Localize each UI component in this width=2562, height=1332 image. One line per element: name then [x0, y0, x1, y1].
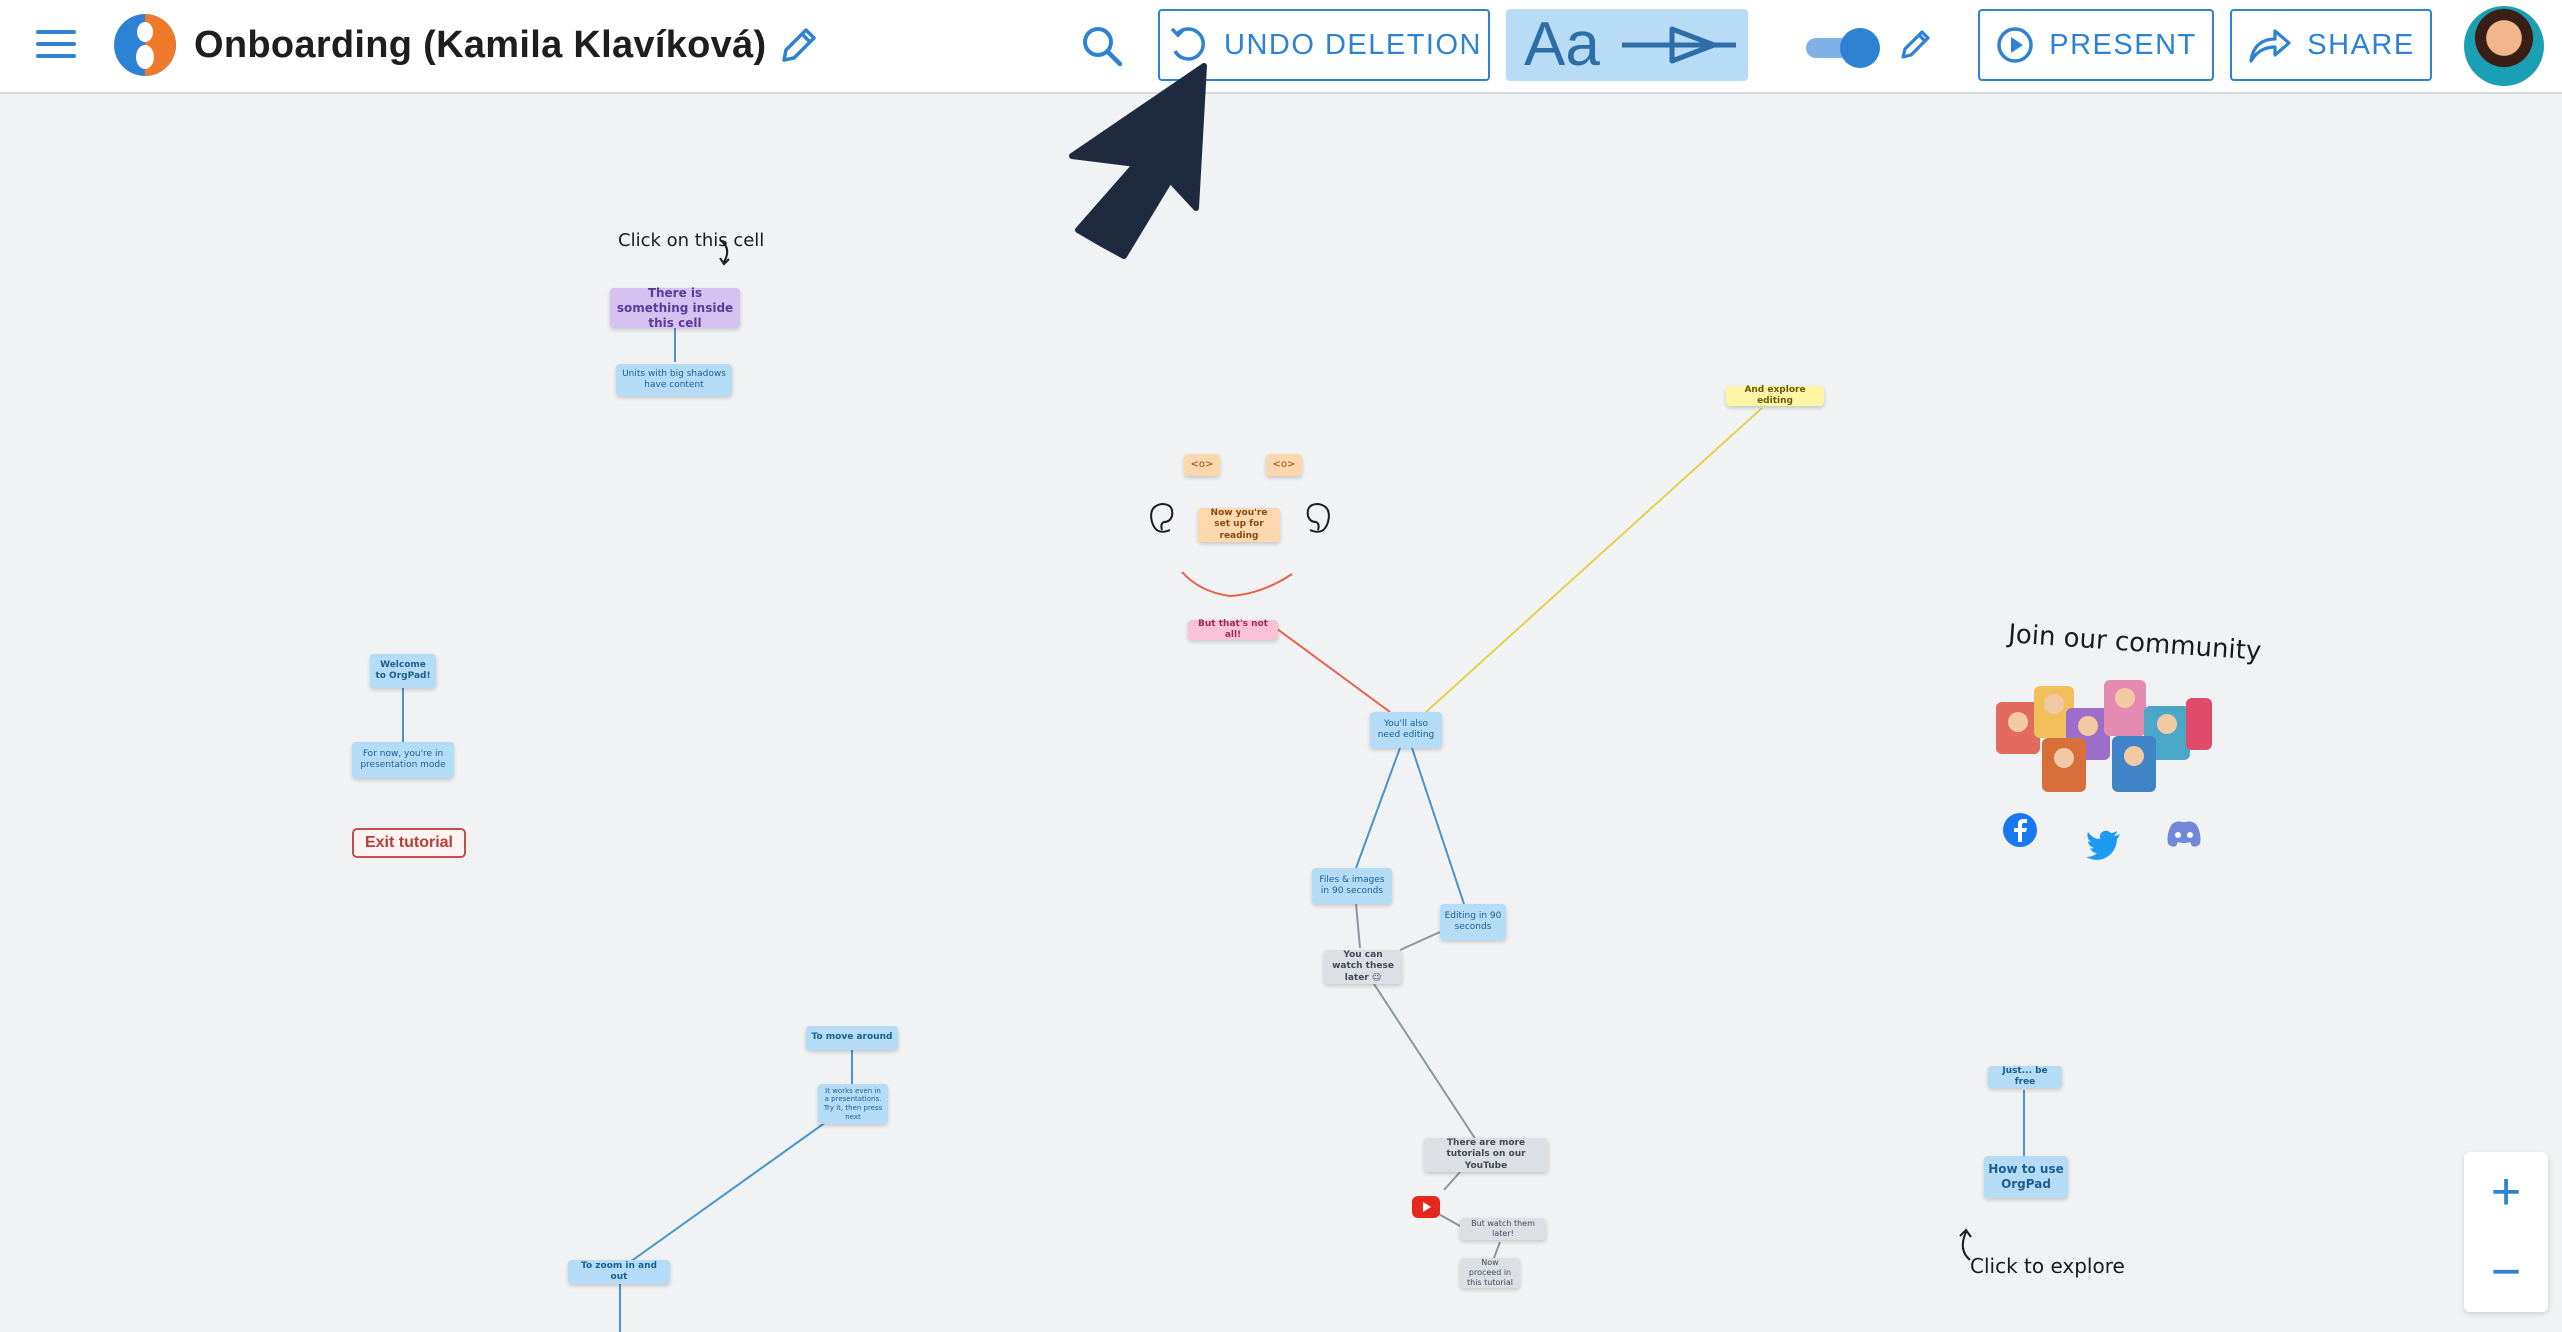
cell-something-inside[interactable]: There is something inside this cell	[610, 286, 740, 330]
community-photo-collage	[1996, 680, 2212, 792]
cell-not-all[interactable]: But that's not all!	[1188, 619, 1278, 640]
cell-need-editing[interactable]: You'll also need editing	[1370, 712, 1442, 748]
cell-eye-left[interactable]: <o>	[1184, 454, 1220, 476]
discord-icon[interactable]	[2166, 820, 2202, 848]
share-button[interactable]: SHARE	[2230, 9, 2432, 81]
search-icon[interactable]	[1078, 22, 1126, 70]
cell-move-around[interactable]: To move around	[806, 1026, 898, 1050]
cell-more-tutorials[interactable]: There are more tutorials on our YouTube	[1424, 1138, 1548, 1172]
cell-but-watch[interactable]: But watch them later!	[1460, 1218, 1546, 1240]
hint-click-cell: Click on this cell	[618, 230, 765, 251]
pencil-icon[interactable]	[776, 22, 822, 68]
cell-set-up-reading[interactable]: Now you're set up for reading	[1198, 508, 1280, 542]
cell-just-be-free[interactable]: Just... be free	[1988, 1066, 2062, 1088]
curved-arrow-icon	[719, 239, 730, 266]
document-title: Onboarding (Kamila Klavíková)	[194, 24, 767, 66]
cell-files-images[interactable]: Files & images in 90 seconds	[1312, 868, 1392, 904]
share-icon	[2249, 29, 2291, 63]
cell-works-presentations[interactable]: It works even in a presentations. Try it…	[818, 1084, 888, 1124]
cell-zoom-in-out[interactable]: To zoom in and out	[568, 1260, 670, 1284]
top-toolbar: Onboarding (Kamila Klavíková) UNDO DELET…	[0, 0, 2562, 94]
cursor-arrow-icon	[1069, 63, 1207, 259]
zoom-controls: + −	[2464, 1152, 2548, 1312]
undo-deletion-label: UNDO DELETION	[1224, 28, 1482, 61]
undo-icon	[1170, 27, 1205, 61]
ear-icon	[1306, 502, 1330, 533]
cell-proceed[interactable]: Now proceed in this tutorial	[1460, 1258, 1520, 1288]
cell-explore-editing[interactable]: And explore editing	[1726, 385, 1824, 406]
facebook-icon[interactable]	[2002, 812, 2038, 848]
community-block[interactable]: Join our community	[1990, 619, 2262, 798]
style-picker-button[interactable]: Aa	[1506, 9, 1748, 81]
exit-tutorial-button[interactable]: Exit tutorial	[352, 828, 466, 858]
twitter-icon[interactable]	[2086, 830, 2122, 860]
edit-mode-toggle[interactable]	[1804, 26, 1880, 68]
present-label: PRESENT	[2049, 28, 2197, 61]
arrow-link-icon	[1621, 26, 1736, 64]
cell-how-to-use[interactable]: How to use OrgPad	[1984, 1156, 2068, 1198]
hint-click-explore: Click to explore	[1970, 1254, 2125, 1278]
cell-editing-90[interactable]: Editing in 90 seconds	[1440, 904, 1506, 940]
orgpad-logo[interactable]	[112, 12, 178, 78]
youtube-icon[interactable]	[1412, 1196, 1440, 1218]
cell-presentation-mode[interactable]: For now, you're in presentation mode	[352, 742, 454, 778]
pencil-icon[interactable]	[1896, 24, 1936, 64]
curved-arrow-icon	[1959, 1228, 1972, 1261]
cell-eye-right[interactable]: <o>	[1266, 454, 1302, 476]
avatar[interactable]	[2464, 6, 2544, 86]
zoom-out-button[interactable]: −	[2490, 1243, 2522, 1301]
share-label: SHARE	[2307, 28, 2415, 61]
cell-watch-later[interactable]: You can watch these later 😉	[1324, 950, 1402, 984]
present-button[interactable]: PRESENT	[1978, 9, 2214, 81]
font-sample: Aa	[1524, 10, 1600, 79]
zoom-in-button[interactable]: +	[2490, 1163, 2522, 1221]
ear-icon	[1150, 502, 1174, 533]
menu-icon[interactable]	[32, 24, 80, 68]
cell-big-shadows[interactable]: Units with big shadows have content	[616, 364, 732, 396]
undo-deletion-button[interactable]: UNDO DELETION	[1158, 9, 1490, 81]
cell-welcome[interactable]: Welcome to OrgPad!	[370, 654, 436, 688]
play-icon	[1997, 27, 2033, 63]
